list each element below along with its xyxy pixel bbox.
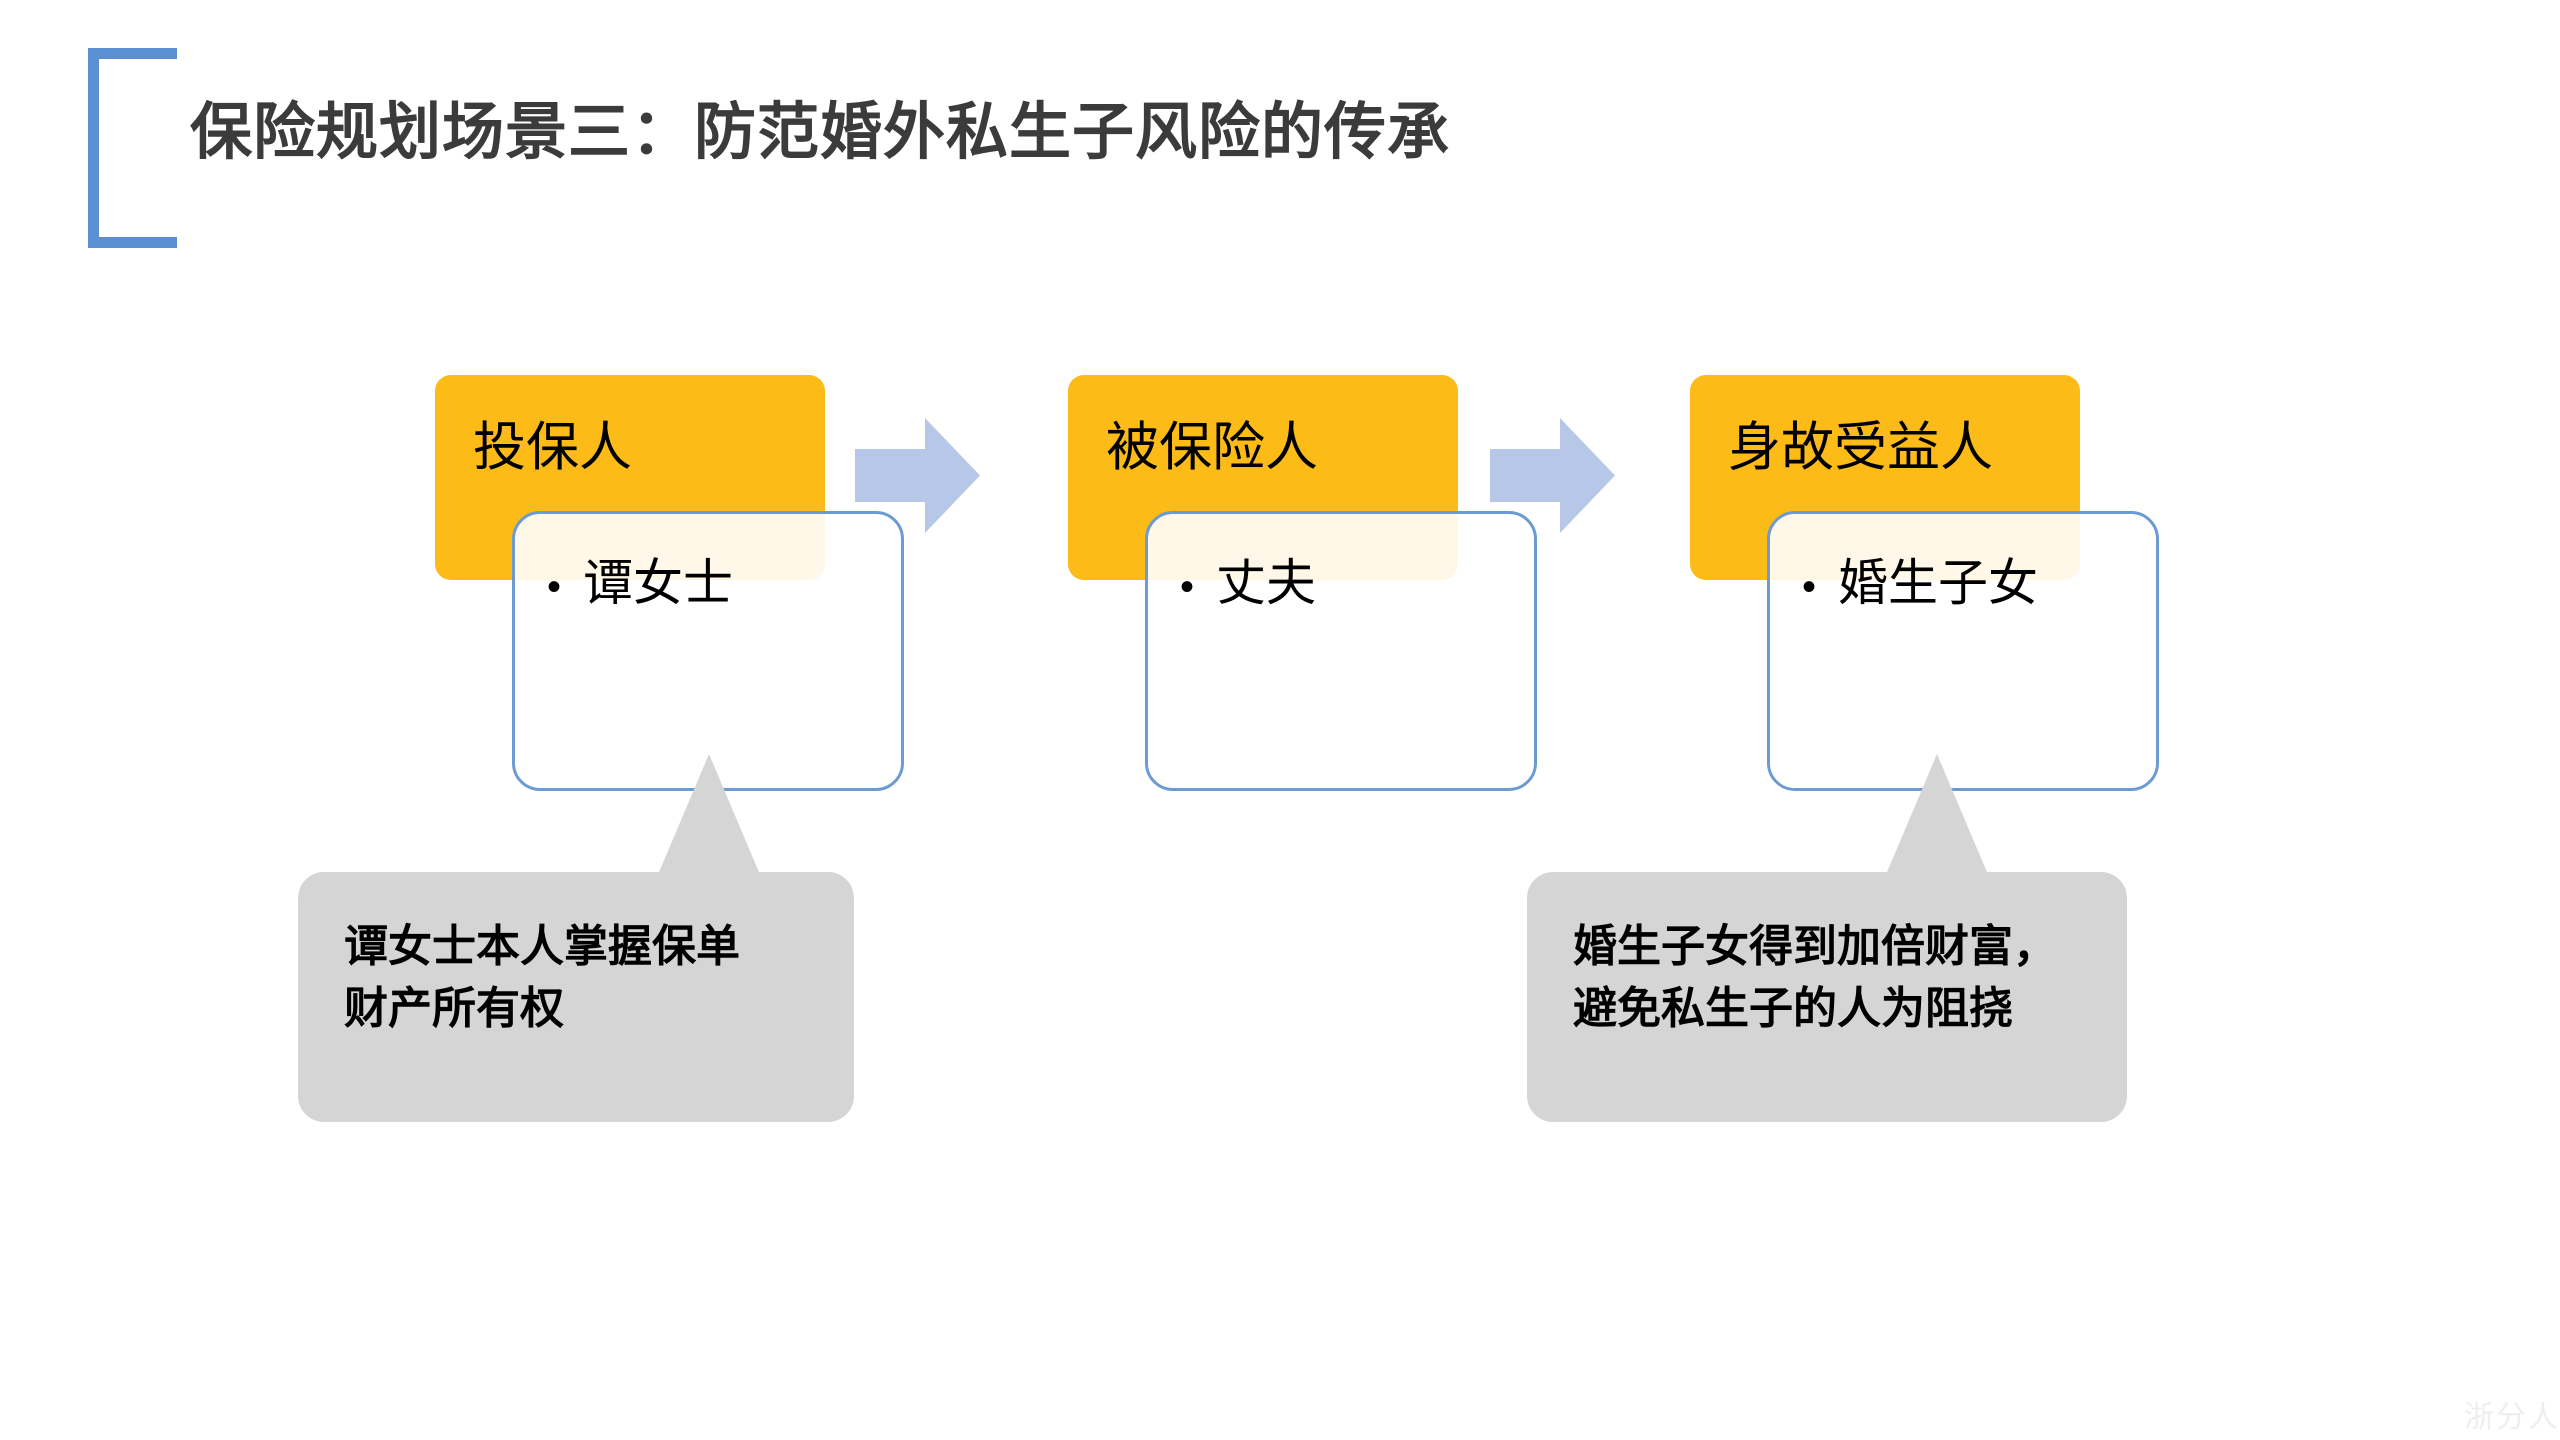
flow-arrow-right-icon-2 bbox=[1490, 418, 1615, 533]
callout-investor[interactable]: 谭女士本人掌握保单 财产所有权 bbox=[298, 754, 854, 1122]
role-chip-label: 身故受益人 bbox=[1728, 418, 1993, 477]
callout-tail-icon bbox=[654, 754, 764, 884]
bullet-icon: • bbox=[547, 565, 562, 609]
detail-card-insured[interactable]: • 丈夫 bbox=[1145, 511, 1537, 791]
page-title: 保险规划场景三：防范婚外私生子风险的传承 bbox=[190, 98, 1451, 167]
detail-card-text: 婚生子女 bbox=[1838, 555, 2039, 611]
callout-text: 谭女士本人掌握保单 财产所有权 bbox=[344, 922, 740, 1034]
role-chip-label: 投保人 bbox=[473, 418, 632, 477]
flow-arrow-right-icon-1 bbox=[855, 418, 980, 533]
detail-card-text: 谭女士 bbox=[583, 555, 734, 611]
callout-tail-icon bbox=[1882, 754, 1992, 884]
callout-body: 婚生子女得到加倍财富， 避免私生子的人为阻挠 bbox=[1527, 872, 2127, 1122]
bullet-icon: • bbox=[1180, 565, 1195, 609]
callout-text: 婚生子女得到加倍财富， 避免私生子的人为阻挠 bbox=[1573, 922, 2057, 1034]
detail-bullet-row: • 婚生子女 bbox=[1802, 556, 2038, 611]
callout-body: 谭女士本人掌握保单 财产所有权 bbox=[298, 872, 854, 1122]
callout-beneficiary[interactable]: 婚生子女得到加倍财富， 避免私生子的人为阻挠 bbox=[1527, 754, 2127, 1122]
detail-card-text: 丈夫 bbox=[1216, 555, 1317, 611]
bullet-icon: • bbox=[1802, 565, 1817, 609]
detail-card-investor[interactable]: • 谭女士 bbox=[512, 511, 904, 791]
title-bracket-decoration bbox=[88, 48, 177, 248]
detail-card-beneficiary[interactable]: • 婚生子女 bbox=[1767, 511, 2159, 791]
detail-bullet-row: • 丈夫 bbox=[1180, 556, 1316, 611]
detail-bullet-row: • 谭女士 bbox=[547, 556, 733, 611]
watermark-text: 浙分人 bbox=[2464, 1401, 2560, 1434]
role-chip-label: 被保险人 bbox=[1106, 418, 1318, 477]
